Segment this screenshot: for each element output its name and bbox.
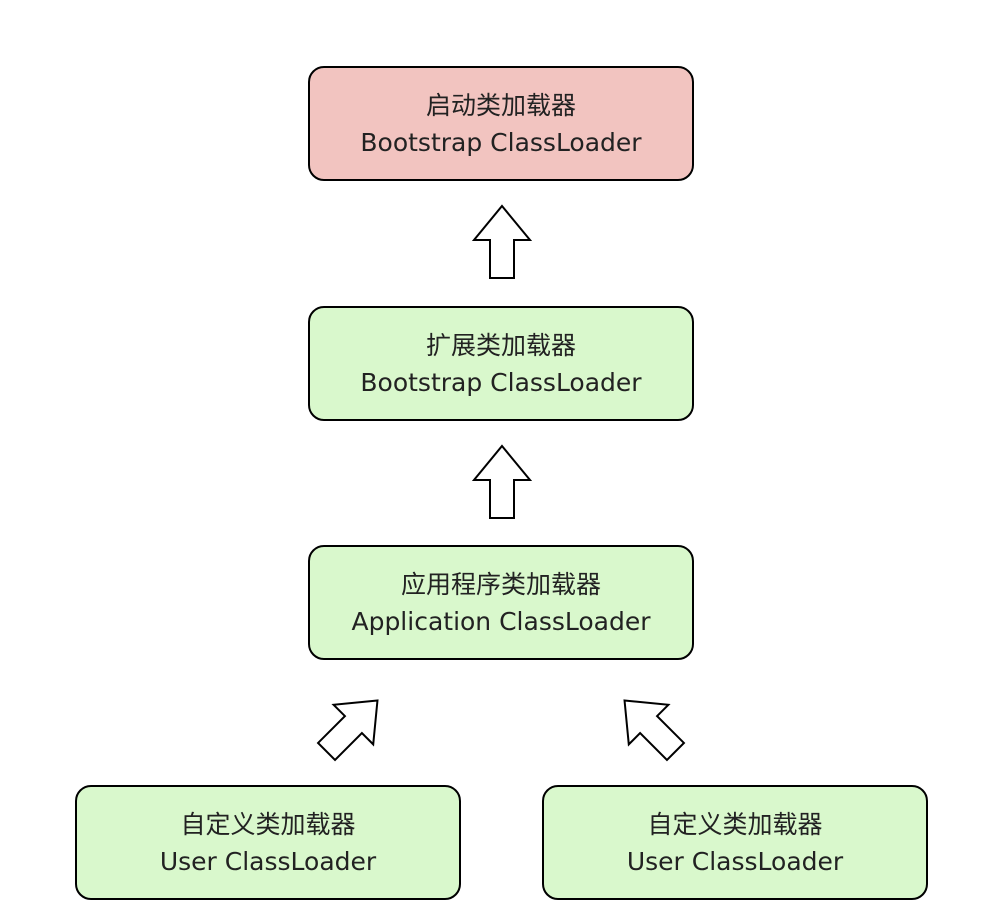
- bootstrap-classloader-title-en: Bootstrap ClassLoader: [360, 127, 642, 157]
- bootstrap-classloader-node: 启动类加载器 Bootstrap ClassLoader: [308, 66, 694, 181]
- application-classloader-title-en: Application ClassLoader: [351, 606, 651, 636]
- bootstrap-classloader-title-zh: 启动类加载器: [425, 90, 576, 120]
- user-classloader-left-title-zh: 自定义类加载器: [180, 809, 356, 839]
- extension-classloader-title-en: Bootstrap ClassLoader: [360, 367, 642, 397]
- user-classloader-right-title-en: User ClassLoader: [626, 846, 844, 876]
- user-classloader-right-title-zh: 自定义类加载器: [647, 809, 823, 839]
- user-classloader-left-node: 自定义类加载器 User ClassLoader: [75, 785, 461, 900]
- application-classloader-title-zh: 应用程序类加载器: [400, 569, 601, 599]
- extension-classloader-title-zh: 扩展类加载器: [425, 330, 576, 360]
- user-classloader-left-title-en: User ClassLoader: [159, 846, 377, 876]
- extension-classloader-node: 扩展类加载器 Bootstrap ClassLoader: [308, 306, 694, 421]
- user-classloader-right-node: 自定义类加载器 User ClassLoader: [542, 785, 928, 900]
- hollow-arrow-up-left-icon: [623, 699, 686, 762]
- hollow-arrow-up-right-icon: [316, 699, 379, 762]
- application-classloader-node: 应用程序类加载器 Application ClassLoader: [308, 545, 694, 660]
- hollow-arrow-up-icon: [471, 204, 533, 279]
- hollow-arrow-up-icon: [471, 444, 533, 519]
